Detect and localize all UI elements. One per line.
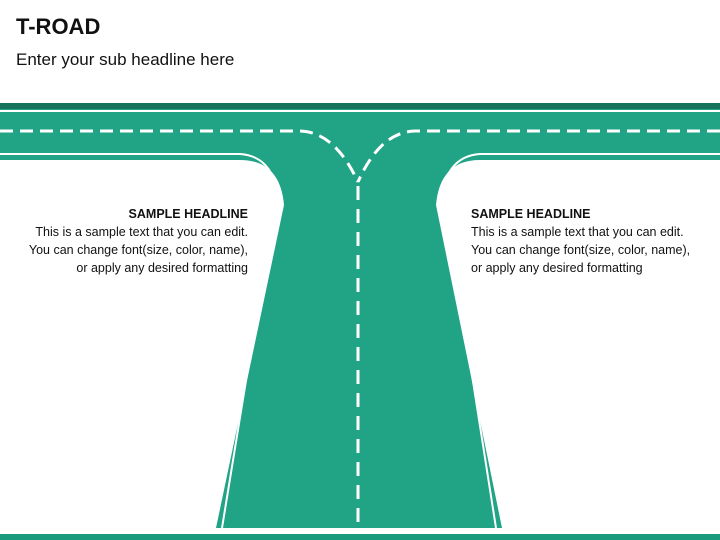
left-body-line-3: or apply any desired formatting [76, 261, 248, 275]
lane-marking-right [356, 129, 720, 183]
left-text-block: SAMPLE HEADLINE This is a sample text th… [8, 205, 248, 277]
left-body-line-2: You can change font(size, color, name), [28, 243, 248, 257]
right-text-block: SAMPLE HEADLINE This is a sample text th… [471, 205, 711, 277]
road-surface [0, 103, 720, 528]
lane-marking-left [0, 129, 360, 183]
right-headline: SAMPLE HEADLINE [471, 207, 591, 221]
left-headline: SAMPLE HEADLINE [128, 207, 248, 221]
road-left-edge-line [0, 153, 279, 529]
right-body-line-2: You can change font(size, color, name), [471, 243, 691, 257]
right-body-line-1: This is a sample text that you can edit. [471, 225, 684, 239]
left-body-line-1: This is a sample text that you can edit. [35, 225, 248, 239]
road-right-edge-line [441, 153, 720, 529]
slide-subtitle: Enter your sub headline here [16, 50, 235, 69]
right-body-line-3: or apply any desired formatting [471, 261, 643, 275]
road-top-rim [0, 103, 720, 109]
bottom-accent-bar [0, 534, 720, 540]
slide-title: T-ROAD [16, 14, 101, 39]
